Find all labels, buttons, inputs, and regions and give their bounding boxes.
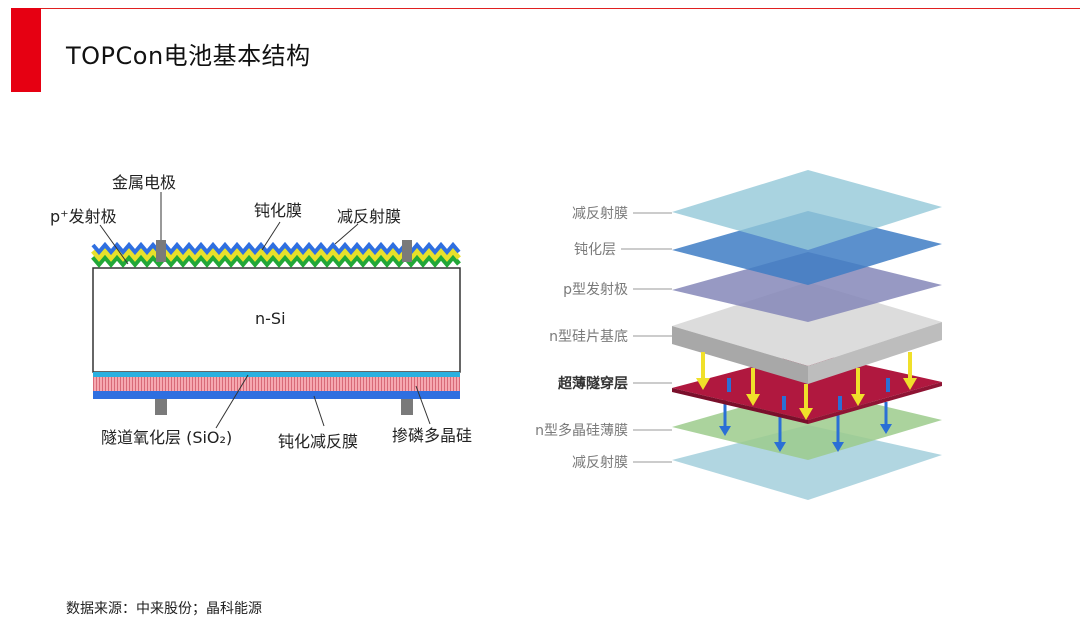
label-n-substrate: n型硅片基底 <box>549 328 628 345</box>
label-doped-poly: 掺磷多晶硅 <box>392 426 472 445</box>
tunnel-carrier-marks <box>727 378 890 410</box>
leader-line <box>215 374 249 429</box>
plate-n-poly-film <box>672 388 942 460</box>
doped-poly-layer <box>93 377 460 391</box>
label-n-poly-film: n型多晶硅薄膜 <box>535 422 628 439</box>
label-tunnel-oxide: 隧道氧化层 (SiO₂) <box>101 428 232 447</box>
p-emitter-layer <box>91 253 461 268</box>
plate-arc-top <box>672 170 942 250</box>
label-passivation-layer: 钝化层 <box>574 242 616 258</box>
label-arc-bottom: 减反射膜 <box>572 455 628 471</box>
passivation-layer <box>91 247 461 262</box>
label-passivation-arc-film: 钝化减反膜 <box>278 432 358 451</box>
label-p-emitter-right: p型发射极 <box>563 282 628 298</box>
leader-line <box>261 221 281 251</box>
label-p-emitter: p⁺发射极 <box>50 207 117 226</box>
leader-line <box>99 224 129 265</box>
header-rule <box>40 8 1080 9</box>
leader-line <box>415 385 431 425</box>
rear-passivation-arc-layer <box>93 391 460 399</box>
label-tunnel-layer: 超薄隧穿层 <box>557 375 628 392</box>
arc-layer <box>91 241 461 256</box>
bottom-metal-contact <box>401 399 413 415</box>
page-title: TOPCon电池基本结构 <box>66 42 311 70</box>
label-passivation-film: 钝化膜 <box>254 201 302 220</box>
exploded-layer-diagram: 减反射膜 钝化层 p型发射极 n型硅片基底 超薄隧穿层 n型多晶硅薄膜 减反射膜 <box>535 170 942 500</box>
title-accent-bar <box>11 8 41 92</box>
hole-arrows <box>696 352 917 420</box>
n-si-wafer <box>92 267 461 373</box>
label-arc-top: 减反射膜 <box>572 206 628 222</box>
leader-line <box>334 223 359 245</box>
top-metal-contact <box>402 240 412 262</box>
plate-arc-bottom <box>672 425 942 500</box>
cross-section-diagram: 金属电极 p⁺发射极 钝化膜 减反射膜 n-Si 隧道氧化层 (SiO₂) 钝化… <box>50 173 472 451</box>
leader-line <box>313 395 325 427</box>
source-note: 数据来源：中来股份；晶科能源 <box>66 601 262 617</box>
label-n-si: n-Si <box>255 309 286 328</box>
plate-p-emitter <box>672 252 942 322</box>
bottom-metal-contact <box>155 399 167 415</box>
tunnel-oxide-layer <box>93 372 460 377</box>
electron-arrows <box>719 400 892 452</box>
label-metal-electrode: 金属电极 <box>112 173 176 192</box>
top-metal-contact <box>156 240 166 262</box>
label-arc-film: 减反射膜 <box>337 207 401 226</box>
